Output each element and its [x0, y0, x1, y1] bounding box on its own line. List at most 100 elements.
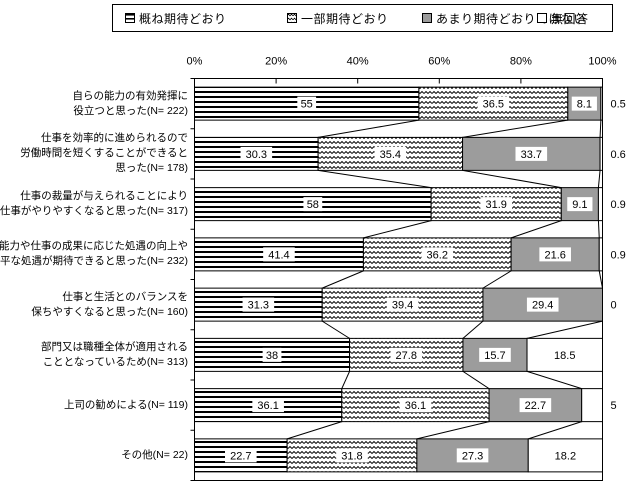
value-label-bg	[336, 448, 368, 463]
category-label-line: 仕事を効率的に進められるので	[41, 132, 188, 145]
value-label: 31.9	[486, 199, 507, 211]
value-label-bg	[374, 146, 407, 161]
value-label: 30.3	[246, 149, 267, 161]
value-label: 31.8	[341, 450, 362, 462]
value-label: 8.1	[577, 99, 592, 111]
value-label-bg	[252, 398, 284, 413]
value-label: 27.8	[396, 350, 417, 362]
category-label-line: 仕事の裁量が与えられることにより	[20, 190, 188, 203]
value-label-bg	[390, 347, 423, 362]
category-label: 仕事と生活とのバランスを保ちやすくなると思った(N= 160)	[31, 290, 188, 320]
value-label-bg	[480, 197, 513, 212]
value-label-bg	[240, 146, 273, 161]
category-label-line: 保ちやすくなると思った(N= 160)	[31, 305, 188, 318]
legend-swatch-solid-gray-icon	[422, 13, 432, 23]
legend-item-label: 一部期待どおり	[301, 11, 389, 26]
series-connector-line	[597, 220, 600, 238]
value-label-bg	[303, 197, 323, 212]
legend-item-label: 概ね期待どおり	[139, 11, 227, 26]
legend-swatch-white-icon	[537, 13, 547, 23]
series-connector-line	[599, 120, 602, 138]
series-connector-line	[318, 119, 419, 138]
category-label: 上司の勧めによる(N= 119)	[64, 398, 188, 413]
value-label-outside: 0.9	[611, 199, 626, 211]
value-label: 18.5	[554, 350, 575, 362]
value-label-bg	[262, 347, 282, 362]
category-label: 自らの能力の有効発揮に役立つと思った(N= 222)	[73, 89, 189, 119]
series-connector-line	[318, 169, 432, 189]
series-connector-line	[341, 371, 350, 389]
value-label: 15.7	[484, 350, 505, 362]
series-connector-line	[462, 169, 562, 189]
value-label: 18.2	[555, 450, 576, 462]
bar-segment	[600, 86, 603, 121]
bar-segment	[597, 187, 603, 222]
bar-segment	[194, 287, 323, 322]
value-label-bg	[399, 398, 432, 413]
value-label: 36.1	[257, 400, 278, 412]
series-connector-line	[462, 119, 568, 138]
axis-tick-label: 80%	[510, 56, 532, 68]
series-connector-line	[321, 320, 350, 339]
value-label: 58	[307, 199, 319, 211]
value-label: 27.3	[462, 450, 483, 462]
category-label-line: 仕事と生活とのバランスを	[62, 290, 188, 303]
value-label: 31.3	[248, 300, 269, 312]
axis-tick-label: 0%	[187, 56, 203, 68]
value-label-outside: 5	[611, 400, 617, 412]
axis-tick-label: 20%	[265, 56, 287, 68]
category-label-line: 公平な処遇が期待できると思った(N= 232)	[0, 255, 188, 268]
value-label: 22.7	[230, 450, 251, 462]
value-label-bg	[242, 297, 275, 312]
value-label-bg	[515, 146, 548, 161]
category-label-line: 思った(N= 178)	[115, 162, 188, 175]
category-label-line: 部門又は職種全体が適用される	[41, 340, 188, 353]
value-label-bg	[549, 448, 582, 463]
value-label-bg	[571, 96, 597, 111]
series-connector-line	[363, 220, 432, 239]
legend-swatch-zigzag-icon	[287, 13, 297, 23]
value-label-bg	[548, 347, 581, 362]
legend-swatch-hstripes-icon	[125, 13, 135, 23]
value-label-outside: 0.5	[611, 99, 626, 111]
series-connector-line	[526, 320, 603, 339]
category-label-line: 仕事がやりやすくなると思った(N= 317)	[0, 205, 188, 218]
value-label-bg	[479, 347, 511, 362]
category-label: 仕事の裁量が与えられることにより仕事がやりやすくなると思った(N= 317)	[0, 189, 188, 219]
axis-tick-label: 60%	[428, 56, 450, 68]
axis-tick-label: 100%	[588, 56, 616, 68]
value-label-outside: 0.6	[611, 149, 626, 161]
value-label-bg	[263, 247, 295, 262]
axis-tick-label: 40%	[347, 56, 369, 68]
value-label-bg	[519, 398, 552, 413]
value-label: 29.4	[532, 300, 553, 312]
category-label: その他(N= 22)	[121, 448, 188, 463]
value-label: 35.4	[380, 149, 401, 161]
chart-legend: 概ね期待どおり 一部期待どおり あまり期待どおりではない無回答	[112, 4, 613, 32]
value-label: 55	[301, 99, 313, 111]
legend-item-label: あまり期待どおりではない	[436, 11, 587, 26]
category-label: 能力や仕事の成果に応じた処遇の向上や公平な処遇が期待できると思った(N= 232…	[0, 239, 188, 269]
category-label-line: こととなっているため(N= 313)	[42, 355, 188, 368]
category-label: 部門又は職種全体が適用されることとなっているため(N= 313)	[41, 340, 188, 370]
series-connector-line	[598, 270, 603, 289]
series-connector-line	[482, 270, 512, 289]
legend-item: 一部期待どおり	[287, 5, 389, 31]
value-label: 36.5	[483, 99, 504, 111]
value-label: 36.1	[405, 400, 426, 412]
legend-item: 概ね期待どおり	[125, 5, 227, 31]
value-label-bg	[539, 247, 571, 262]
legend-item-label: 無回答	[551, 11, 589, 26]
legend-item: 無回答	[537, 5, 589, 31]
value-label: 41.4	[268, 249, 289, 261]
value-label-bg	[477, 96, 510, 111]
category-label-line: 上司の勧めによる(N= 119)	[63, 398, 188, 411]
series-connector-line	[510, 220, 562, 239]
category-label-line: 労働時間を短くすることができると	[20, 147, 188, 160]
bar-segment	[598, 237, 604, 272]
value-label: 36.2	[427, 249, 448, 261]
bar-segment	[599, 136, 604, 171]
